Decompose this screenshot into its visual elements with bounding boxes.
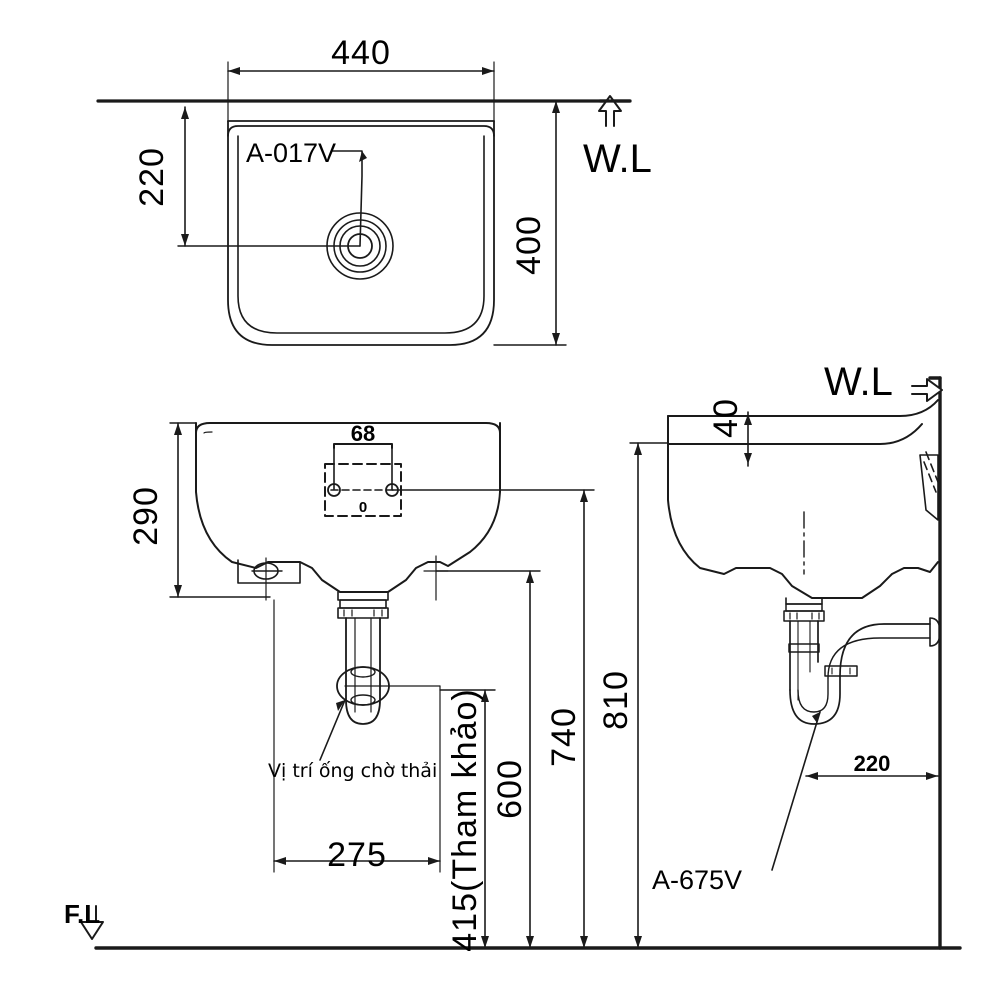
- side-collar-1: [785, 603, 823, 612]
- arrow-left-icon: [274, 857, 286, 865]
- front-drain-note-label: Vị trí ống chờ thải: [268, 760, 437, 782]
- right-arrow-marker-icon: [911, 378, 943, 402]
- front-view-group: [80, 422, 962, 950]
- side-bracket-dash-1: [923, 461, 937, 493]
- side-rim-bottom: [667, 423, 923, 445]
- front-trap-ellipse-top: [350, 666, 376, 678]
- front-drain-collar-2: [337, 607, 389, 619]
- side-trap-label: A-675V: [652, 865, 742, 895]
- arrow-up-icon: [181, 107, 189, 119]
- front-faucet-hole-dim-label: 68: [351, 421, 375, 446]
- front-drain-flange: [337, 591, 389, 601]
- arrow-up-icon: [580, 490, 588, 502]
- front-faucet-hole-sub-label: 0: [359, 499, 367, 516]
- front-bracket-left: [237, 559, 301, 584]
- side-arm-top: [839, 623, 931, 677]
- front-bowl-height-dim-label: 290: [127, 486, 165, 546]
- side-bracket-dash-2: [925, 451, 939, 483]
- side-rim-dim-label: 40: [707, 398, 745, 438]
- side-trap-inner: [797, 677, 829, 713]
- arrow-up-icon: [174, 423, 182, 435]
- front-rim-echo: [203, 431, 213, 434]
- up-arrow-marker-icon: [598, 95, 622, 127]
- front-mount-dim-740-label: 740: [545, 707, 583, 767]
- side-trap-leader: [771, 711, 821, 871]
- plan-outer-outline: [227, 120, 495, 346]
- side-height-dim-label: 810: [597, 670, 635, 730]
- arrow-right-icon: [428, 857, 440, 865]
- front-bowl-outline: [195, 422, 501, 593]
- front-drain-offset-dim-label: 275: [327, 836, 387, 874]
- arrow-up-icon: [634, 443, 642, 455]
- side-trap-collar: [824, 665, 858, 677]
- floor-level-label: F.L: [64, 899, 100, 929]
- side-wall-bracket: [919, 454, 939, 521]
- arrow-down-icon: [744, 453, 752, 464]
- front-pipe-shaft: [345, 617, 381, 725]
- leader-arrow-icon: [336, 700, 345, 711]
- side-trap-outer: [789, 675, 841, 725]
- front-rough-in-dim-label: 415(Tham khảo): [446, 688, 484, 951]
- front-drain-note-leader: [319, 699, 346, 761]
- arrow-right-icon: [926, 772, 938, 780]
- plan-drain-offset-dim-label: 220: [133, 147, 171, 207]
- front-bowl-top: [195, 422, 501, 434]
- arrow-up-icon: [526, 571, 534, 583]
- arrow-down-icon: [580, 936, 588, 948]
- arrow-left-icon: [806, 772, 818, 780]
- side-wall-escutcheon: [929, 617, 941, 647]
- side-collar-2: [783, 610, 825, 622]
- side-view-group: [629, 376, 943, 950]
- arrow-up-icon: [481, 690, 489, 702]
- arrow-down-icon: [174, 585, 182, 597]
- plan-ledge-inner: [227, 125, 495, 137]
- leader-arrow-icon: [359, 151, 367, 162]
- down-arrow-marker-icon: [80, 905, 104, 940]
- front-faucet-hole-left: [327, 483, 341, 497]
- side-offset-dim-label: 220: [854, 751, 891, 776]
- arrow-down-icon: [526, 936, 534, 948]
- side-rim-top: [667, 399, 939, 417]
- side-pipe-collar-mid: [788, 643, 820, 653]
- side-bowl-outline: [667, 415, 939, 599]
- plan-product-leader: [332, 150, 363, 247]
- plan-width-dim-label: 440: [331, 34, 391, 72]
- side-water-level-label: W.L: [824, 360, 893, 404]
- arrow-left-icon: [228, 67, 240, 75]
- arrow-up-icon: [744, 414, 752, 425]
- front-mount-dim-600-label: 600: [491, 759, 529, 819]
- plan-view-group: [96, 61, 632, 346]
- plan-inner-outline: [237, 135, 485, 334]
- front-trap-ellipse-bottom: [350, 694, 376, 706]
- front-drain-collar-1: [339, 599, 387, 609]
- side-arm-bottom: [827, 637, 931, 679]
- arrow-down-icon: [634, 936, 642, 948]
- arrow-down-icon: [481, 936, 489, 948]
- arrow-up-icon: [552, 101, 560, 113]
- leader-arrow-icon: [812, 712, 820, 723]
- arrow-down-icon: [552, 333, 560, 345]
- arrow-down-icon: [181, 234, 189, 246]
- plan-water-level-label: W.L: [583, 137, 652, 181]
- plan-depth-dim-label: 400: [510, 215, 548, 275]
- plan-product-label: A-017V: [246, 138, 336, 168]
- arrow-right-icon: [482, 67, 494, 75]
